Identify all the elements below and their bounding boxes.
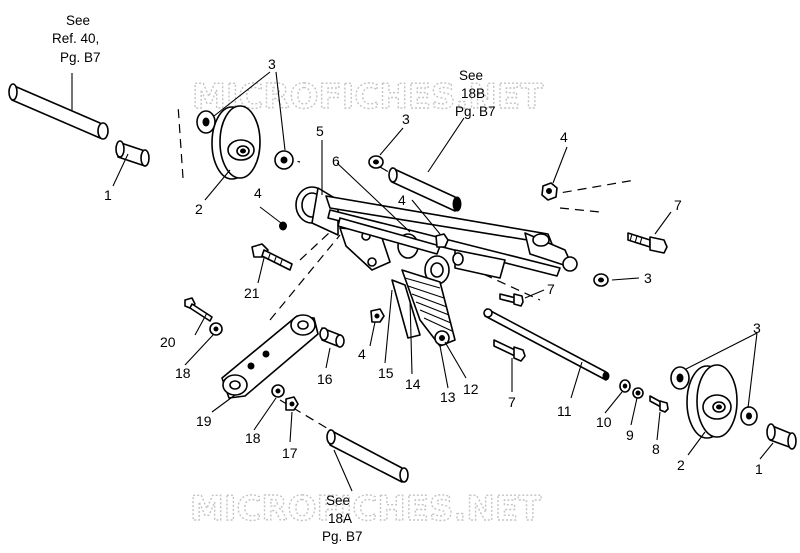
- callout-7: 7: [547, 281, 555, 297]
- callout-12: 12: [463, 381, 479, 397]
- upper-left-shaft: [8, 83, 109, 140]
- callout-2: 2: [195, 201, 203, 217]
- part-6-cross-tube: [337, 217, 441, 255]
- part-4-nut-right: [541, 182, 558, 201]
- callout-17: 17: [282, 445, 298, 461]
- part-2-wheel-upper-left: [211, 105, 261, 180]
- callout-1: 1: [104, 187, 112, 203]
- callout-3: 3: [268, 56, 276, 72]
- svg-text:Pg. B7: Pg. B7: [60, 50, 101, 65]
- reference-18a: See 18A Pg. B7: [322, 493, 363, 544]
- svg-text:Pg. B7: Pg. B7: [455, 104, 496, 119]
- svg-text:See: See: [326, 493, 350, 508]
- callout-14: 14: [405, 376, 421, 392]
- callout-18: 18: [175, 365, 191, 381]
- part-15-bracket: [391, 279, 421, 339]
- svg-text:Pg. B7: Pg. B7: [322, 529, 363, 544]
- upper-shaft-18b: [388, 167, 462, 212]
- callout-6: 6: [332, 153, 340, 169]
- callout-3: 3: [402, 111, 410, 127]
- part-17-nut: [285, 396, 299, 411]
- callout-11: 11: [557, 403, 572, 419]
- callout-13: 13: [440, 389, 456, 405]
- part-11-rear-shaft: [483, 308, 610, 381]
- svg-text:See: See: [66, 13, 90, 28]
- part-3-washer-wheel: [274, 150, 294, 170]
- svg-text:18A: 18A: [328, 511, 352, 526]
- part-4-nut-lower: [370, 308, 385, 323]
- svg-text:Ref. 40,: Ref. 40,: [52, 31, 99, 46]
- callout-9: 9: [626, 427, 634, 443]
- part-3-washer-bottom-right: [740, 406, 758, 426]
- part-10-washer: [619, 379, 631, 393]
- part-3-washer-upper-left: [196, 110, 216, 134]
- callout-numbers: 1 1 2 2 3 3 3 3 4 4 4 4 5 6 7 7 7 8 9 10…: [104, 56, 763, 477]
- callout-19: 19: [196, 413, 212, 429]
- callout-15: 15: [378, 365, 394, 381]
- reference-ref40: See Ref. 40, Pg. B7: [52, 13, 101, 65]
- callout-20: 20: [160, 334, 176, 350]
- part-8-bolt: [649, 395, 669, 413]
- part-21-bolt: [251, 243, 293, 271]
- part-4-nut-left: [279, 221, 287, 231]
- callout-7: 7: [674, 197, 682, 213]
- callout-1: 1: [755, 461, 763, 477]
- lower-shaft-18a: [326, 429, 409, 483]
- callout-18: 18: [245, 430, 261, 446]
- part-3-nut-right: [593, 273, 609, 287]
- svg-text:See: See: [459, 68, 483, 83]
- part-2-wheel-lower-right: [686, 364, 738, 439]
- callout-10: 10: [596, 414, 612, 430]
- callout-4: 4: [560, 129, 568, 145]
- part-1-spacer-lower: [766, 423, 797, 450]
- callout-3: 3: [753, 320, 761, 336]
- callout-5: 5: [316, 123, 324, 139]
- callout-3: 3: [644, 270, 652, 286]
- part-16-spacer: [319, 327, 345, 348]
- part-3-nut-top: [368, 155, 384, 169]
- callout-21: 21: [244, 285, 260, 301]
- part-18-washer-upper: [209, 322, 223, 336]
- part-12-mount: [434, 330, 450, 346]
- reference-18b: See 18B Pg. B7: [455, 68, 496, 119]
- callout-4: 4: [358, 346, 366, 362]
- callout-4: 4: [398, 192, 406, 208]
- svg-text:18B: 18B: [461, 86, 485, 101]
- part-3-washer-lower-right: [670, 366, 690, 390]
- callout-2: 2: [677, 457, 685, 473]
- callout-4: 4: [254, 185, 262, 201]
- part-19-link-arm: [221, 314, 319, 399]
- part-18-washer-lower: [271, 384, 285, 398]
- watermark-bottom: MICROFICHES.NET: [190, 489, 542, 529]
- part-4-nut-center: [435, 233, 449, 248]
- callout-8: 8: [652, 441, 660, 457]
- part-7-bolt-middle: [499, 293, 524, 307]
- callout-7: 7: [508, 394, 516, 410]
- part-7-bolt-lower: [493, 339, 526, 362]
- part-7-bolt-upper: [627, 232, 668, 254]
- part-1-spacer-upper: [115, 140, 150, 167]
- leader-lines: [71, 71, 774, 492]
- part-9-washer: [632, 387, 644, 399]
- callout-16: 16: [317, 371, 333, 387]
- part-20-bolt: [184, 297, 213, 322]
